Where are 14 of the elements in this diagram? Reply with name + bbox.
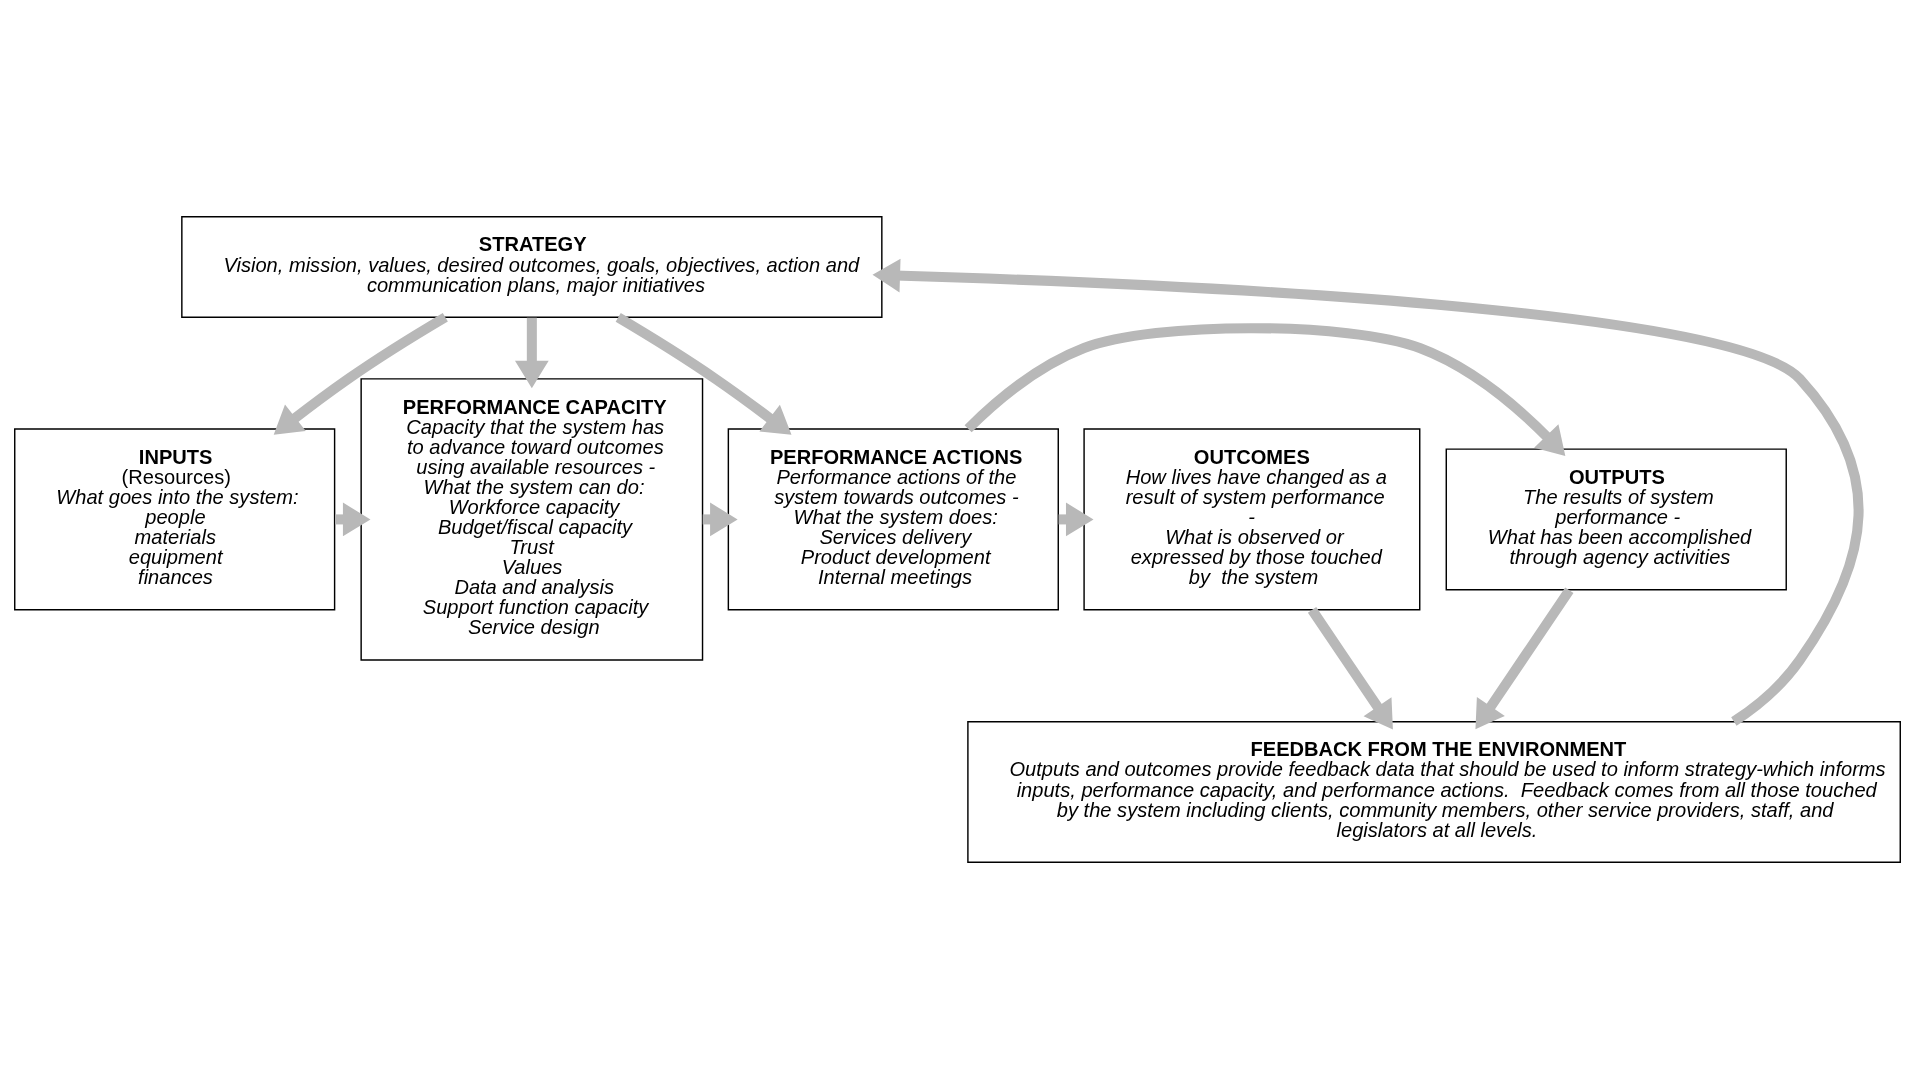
node-box: OUTCOMES How lives have changed as a result of system performance - What is observed or expressed by those touched by the system xyxy=(1082,428,1420,611)
arrow xyxy=(615,313,791,435)
arrow xyxy=(964,323,1565,456)
node-box: PERFORMANCE CAPACITY Capacity that the system has to advance toward outcomes using available resources - What the system can do: Workforce capacity Budget/fiscal capacity Trust Values Data and analysis Support function capacity Service design xyxy=(359,378,703,661)
node-box: PERFORMANCE ACTIONS Performance actions of the system towards outcomes - What the system does: Services delivery Product development Internal meetings xyxy=(727,428,1059,611)
node-box: FEEDBACK FROM THE ENVIRONMENT Outputs and outcomes provide feedback data that should be used to inform strategy-which informs inputs, performance capacity, and performance actions. Feedback comes from all those touched by the system including clients, community members, other service providers, staff, and legislators at all levels. xyxy=(966,720,1901,863)
node-box: STRATEGY Vision, mission, values, desired outcomes, goals, objectives, action and communication plans, major initiatives xyxy=(180,216,883,318)
node-box: OUTPUTS The results of system performance - What has been accomplished through agency activities xyxy=(1445,448,1787,591)
node-box: INPUTS (Resources) What goes into the system: people materials equipment finances xyxy=(13,428,335,611)
arrow xyxy=(1474,587,1573,730)
arrow xyxy=(514,317,549,389)
arrow xyxy=(1307,607,1393,730)
arrow xyxy=(273,312,448,435)
arrow xyxy=(872,258,1863,726)
